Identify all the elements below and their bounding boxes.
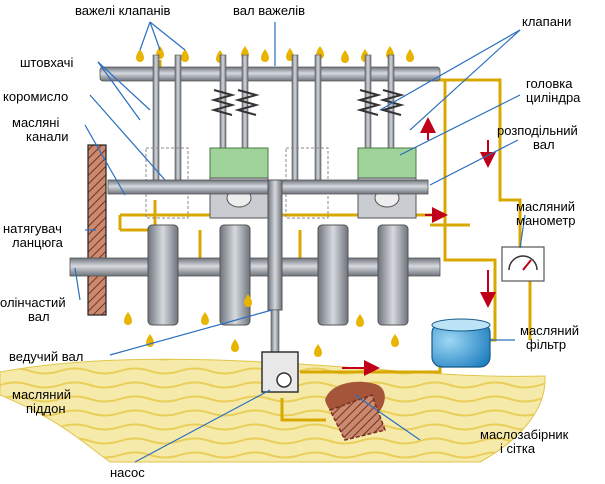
label-drive-shaft: ведучий вал	[9, 349, 84, 364]
label-oil-gauge-1: масляний	[516, 199, 575, 214]
flow-arrows	[342, 117, 496, 376]
label-oil-pan-2: піддон	[26, 401, 66, 416]
label-rocker-arms: важелі клапанів	[75, 3, 171, 18]
label-pushrods: штовхачі	[20, 55, 74, 70]
leader-lines	[74, 21, 526, 463]
label-oil-pan-1: масляний	[12, 387, 71, 402]
label-oil-filter-2: фільтр	[526, 337, 567, 352]
label-camshaft-2: вал	[533, 137, 555, 152]
label-camshaft-1: розподільний	[497, 123, 578, 138]
oil-pressure-gauge	[501, 246, 545, 282]
label-cylinder-head-1: головка	[526, 76, 573, 91]
label-oil-channels-1: масляні	[12, 115, 60, 130]
label-chain-tensioner-1: натягувач	[3, 221, 62, 236]
label-valves: клапани	[522, 14, 572, 29]
oil-filter	[431, 318, 491, 368]
label-oil-pickup-2: і сітка	[500, 441, 536, 456]
drive-shaft	[270, 309, 280, 356]
label-pump: насос	[110, 465, 145, 480]
label-oil-gauge-2: манометр	[516, 213, 576, 228]
label-cylinder-head-2: циліндра	[526, 90, 581, 105]
label-chain-tensioner-2: ланцюга	[12, 235, 63, 250]
crankshaft	[69, 179, 441, 326]
label-oil-filter-1: масляний	[520, 323, 579, 338]
label-crankshaft-1: олінчастий	[0, 295, 66, 310]
oil-pump	[261, 351, 299, 393]
rocker-shaft	[99, 66, 441, 82]
label-oil-channels-2: канали	[26, 129, 69, 144]
label-crankshaft-2: вал	[28, 309, 50, 324]
label-rocker-shaft: вал важелів	[233, 3, 306, 18]
oil-pan	[0, 358, 546, 463]
label-oil-pickup-1: маслозабірник	[480, 427, 569, 442]
label-rocker: коромисло	[3, 89, 69, 104]
